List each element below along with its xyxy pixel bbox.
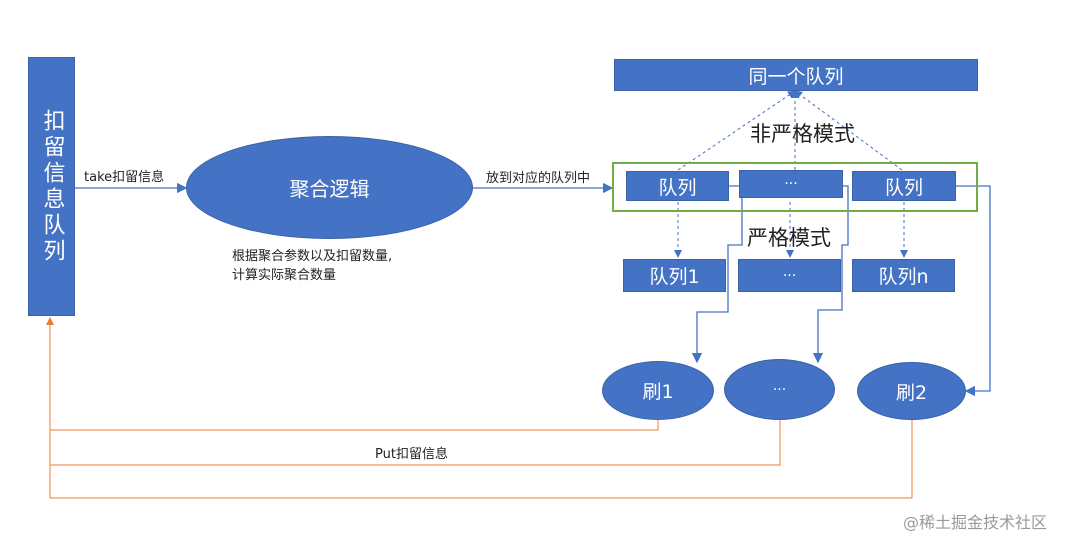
aggregate-note-line2: 计算实际聚合数量 (232, 268, 337, 283)
dispatch-label: 放到对应的队列中 (486, 171, 591, 186)
strict-mode-label: 严格模式 (747, 226, 831, 250)
queue-top-ellipsis: ··· (739, 170, 843, 198)
aggregate-logic-node: 聚合逻辑 (186, 136, 473, 239)
non-strict-mode-label: 非严格模式 (750, 122, 855, 146)
flusher-ellipsis: ··· (724, 359, 835, 420)
flusher-1: 刷1 (602, 361, 714, 420)
queue-top-n: 队列 (852, 171, 956, 201)
watermark: @稀土掘金技术社区 (903, 513, 1048, 532)
same-queue-box: 同一个队列 (614, 59, 978, 91)
strict-queue-1: 队列1 (623, 259, 726, 292)
queue-group-frame (612, 162, 978, 212)
flusher-2: 刷2 (857, 362, 966, 420)
hold-info-queue: 扣留信息队列 (28, 57, 75, 316)
queue-top-1: 队列 (626, 171, 729, 201)
strict-queue-ellipsis: ··· (738, 259, 841, 292)
put-info-label: Put扣留信息 (375, 447, 448, 462)
take-label: take扣留信息 (84, 170, 165, 185)
aggregate-note-line1: 根据聚合参数以及扣留数量, (232, 249, 393, 264)
strict-queue-n: 队列n (852, 259, 955, 292)
